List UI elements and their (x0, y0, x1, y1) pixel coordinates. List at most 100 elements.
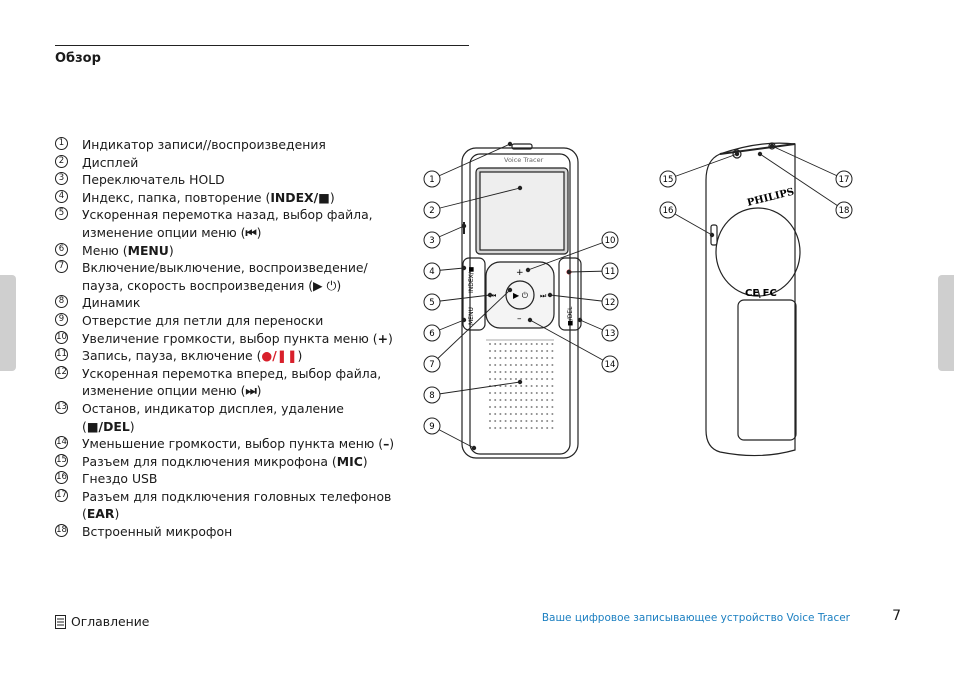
speaker-hole (489, 392, 491, 394)
speaker-hole (520, 413, 523, 415)
menu-label: MENU (468, 307, 475, 325)
speaker-hole (489, 343, 491, 345)
callout-leader (529, 319, 611, 365)
callout-circle (423, 355, 441, 373)
legend-number: 6 (55, 242, 68, 256)
speaker-hole (546, 392, 549, 394)
legend-text-suffix: ) (168, 242, 174, 258)
speaker-hole (551, 406, 554, 408)
speaker-hole (541, 385, 543, 387)
callout-dot (461, 223, 467, 229)
speaker-hole (520, 357, 523, 359)
callout-leader (759, 153, 845, 211)
callout-circle (835, 170, 853, 188)
speaker-hole (504, 364, 507, 366)
callout-dot (525, 267, 531, 273)
legend-key: MIC (336, 453, 363, 469)
speaker-hole (551, 413, 554, 415)
svg-text:+: + (516, 268, 524, 278)
speaker-hole (509, 392, 512, 394)
legend-number: 16 (55, 471, 68, 485)
speaker-hole (494, 371, 497, 373)
speaker-hole (520, 427, 523, 429)
speaker-hole (499, 406, 502, 408)
speaker-hole (535, 399, 538, 401)
callout-label: 3 (429, 236, 434, 246)
speaker-hole (541, 427, 543, 429)
side-button-right (558, 257, 582, 331)
legend-text-suffix: ) (256, 224, 262, 240)
legend-text-suffix: ) (362, 453, 368, 469)
speaker-hole (535, 357, 538, 359)
speaker-hole (546, 399, 549, 401)
device-front-inner (469, 153, 571, 455)
callout-circle (423, 417, 441, 435)
speaker-hole (499, 364, 502, 366)
callout-leader (549, 294, 611, 303)
speaker-hole (551, 350, 554, 352)
speaker-hole (530, 399, 533, 401)
speaker-hole (520, 364, 523, 366)
legend-text: Увеличение громкости, выбор пункта меню … (82, 330, 378, 346)
nav-pad (485, 261, 555, 329)
speaker-hole (520, 385, 523, 387)
speaker-hole (546, 357, 549, 359)
callout-label: 8 (429, 391, 434, 401)
callout-dot (507, 141, 513, 147)
display-screen (479, 171, 565, 251)
speaker-hole (535, 343, 538, 345)
speaker-hole (546, 350, 549, 352)
speaker-hole (504, 350, 507, 352)
callout-circle (423, 231, 441, 249)
callout-leader (771, 145, 845, 180)
speaker-hole (530, 371, 533, 373)
side-button-left (462, 257, 486, 331)
callout-label: 5 (429, 298, 434, 308)
legend-text: Индикатор записи//воспроизведения (82, 137, 326, 152)
speaker-hole (520, 420, 523, 422)
speaker-hole (499, 427, 502, 429)
callout-circle (423, 386, 441, 404)
speaker-hole (530, 427, 533, 429)
legend-text: Ускоренная перемотка вперед, выбор файла… (82, 365, 382, 399)
speaker-hole (509, 399, 512, 401)
callout-circle (423, 262, 441, 280)
callout-label: 9 (429, 422, 434, 432)
callout-circle (835, 201, 853, 219)
callout-circle (423, 201, 441, 219)
page-tab-right[interactable] (938, 275, 954, 371)
callout-leader (431, 187, 521, 211)
speaker-hole (504, 378, 507, 380)
speaker-hole (494, 406, 497, 408)
speaker-hole (494, 420, 497, 422)
speaker-hole (499, 385, 502, 387)
speaker-hole (494, 378, 497, 380)
legend-key: INDEX/■ (270, 189, 330, 205)
speaker-hole (525, 406, 528, 408)
speaker-hole (551, 399, 554, 401)
speaker-hole (541, 343, 543, 345)
callout-label: 18 (839, 206, 850, 216)
toc-icon (55, 614, 66, 629)
speaker-hole (509, 343, 512, 345)
legend-text: Гнездо USB (82, 471, 158, 487)
speaker-hole (530, 378, 533, 380)
speaker-hole (489, 399, 491, 401)
legend-number: 5 (55, 207, 68, 221)
callout-leader (431, 289, 511, 365)
toc-link[interactable]: Оглавление (55, 614, 149, 629)
callout-label: 7 (429, 360, 434, 370)
page-tab-left[interactable] (0, 275, 16, 371)
speaker-hole (509, 427, 512, 429)
device-illustration: Voice Tracer INDEX/■ MENU ■/DEL + – ▶ ⏻ … (420, 130, 860, 474)
speaker-hole (499, 378, 502, 380)
legend-number: 8 (55, 295, 68, 309)
speaker-hole (541, 371, 543, 373)
speaker-hole (504, 371, 507, 373)
speaker-hole (494, 399, 497, 401)
speaker-hole (525, 385, 528, 387)
callout-label: 11 (605, 267, 616, 277)
